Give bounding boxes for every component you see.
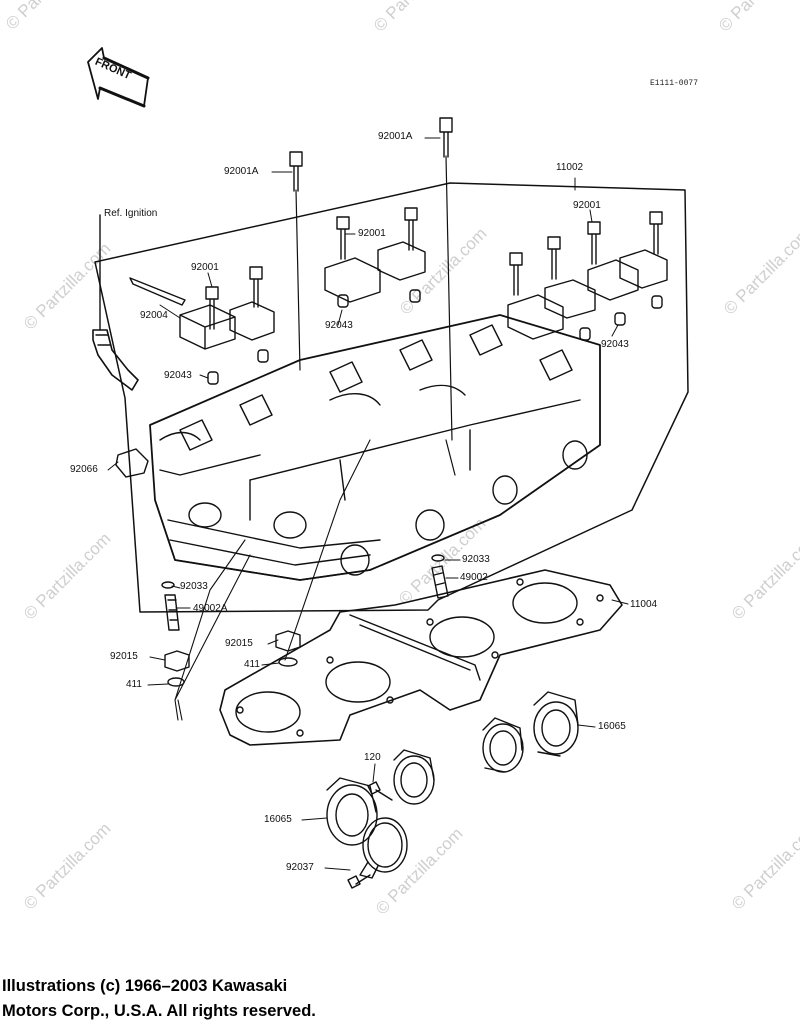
dowel-pins — [207, 289, 663, 385]
part-label-11004: 11004 — [630, 599, 658, 610]
carburetor-holders — [326, 691, 579, 846]
part-label-49002a: 49002A — [193, 603, 228, 614]
part-label-16065: 16065 — [264, 814, 292, 825]
part-label-92043: 92043 — [601, 339, 629, 350]
part-label-411: 411 — [244, 659, 260, 670]
cam-caps — [179, 241, 668, 350]
part-label-92037: 92037 — [286, 862, 314, 873]
part-label-49002: 49002 — [460, 572, 488, 583]
part-label-92001a: 92001A — [378, 131, 413, 142]
part-label-11002: 11002 — [556, 162, 584, 173]
copyright-line-2: Motors Corp., U.S.A. All rights reserved… — [2, 1002, 316, 1020]
part-label-120: 120 — [364, 752, 381, 763]
fittings — [161, 554, 449, 687]
part-label-92015: 92015 — [225, 638, 253, 649]
label-leaders — [107, 137, 629, 871]
part-label-411: 411 — [126, 679, 142, 690]
cam-cap-bolts — [205, 117, 663, 330]
part-label-92004: 92004 — [140, 310, 168, 321]
part-label-92001: 92001 — [191, 262, 219, 273]
part-label-92001a: 92001A — [224, 166, 259, 177]
part-label-92015: 92015 — [110, 651, 138, 662]
copyright-line-1: Illustrations (c) 1966–2003 Kawasaki — [2, 977, 288, 995]
hose-clamp — [359, 817, 408, 879]
copyright-notice: Illustrations (c) 1966–2003 Kawasaki Mot… — [2, 974, 316, 1024]
diagram-code: E1111-0077 — [650, 79, 699, 88]
screw — [367, 781, 393, 801]
screw — [347, 874, 371, 889]
cylinder-head-outline — [94, 182, 689, 613]
part-label-92066: 92066 — [70, 464, 98, 475]
part-label-92001: 92001 — [573, 200, 601, 211]
part-label-16065: 16065 — [598, 721, 626, 732]
spark-plug — [92, 214, 139, 391]
part-label-92033: 92033 — [462, 554, 490, 565]
head-gasket — [219, 569, 623, 746]
cylinder-head — [149, 314, 601, 581]
part-label-92043: 92043 — [325, 320, 353, 331]
part-label-92033: 92033 — [180, 581, 208, 592]
part-label-92001: 92001 — [358, 228, 386, 239]
bracket — [115, 448, 149, 478]
ref-ignition-label: Ref. Ignition — [104, 208, 158, 219]
front-arrow-icon — [87, 47, 150, 108]
stud — [129, 277, 186, 306]
part-label-92043: 92043 — [164, 370, 192, 381]
